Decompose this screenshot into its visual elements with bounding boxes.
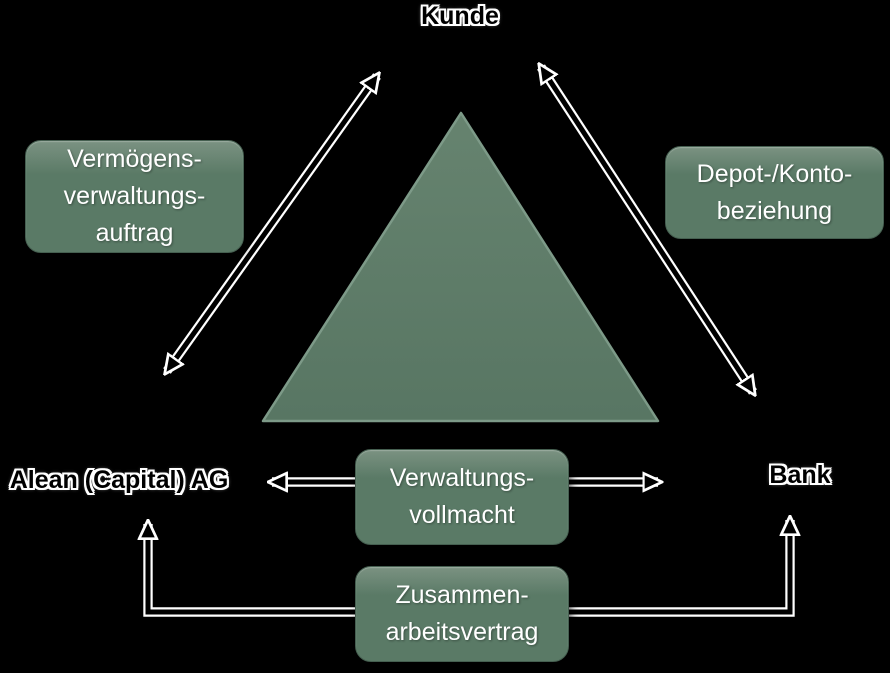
node-alean-capital-ag: Alean (Capital) AG [9, 466, 229, 494]
box-depot-kontobeziehung: Depot-/Konto- beziehung [665, 146, 884, 239]
box-line: Zusammen- [395, 581, 529, 609]
box-verwaltungsvollmacht: Verwaltungs- vollmacht [355, 449, 569, 545]
box-zusammenarbeitsvertrag: Zusammen- arbeitsvertrag [355, 566, 569, 662]
node-bank: Bank [769, 461, 831, 489]
box-line: Depot-/Konto- [696, 159, 853, 188]
box-line: beziehung [716, 196, 833, 225]
box-line: auftrag [95, 219, 174, 247]
node-kunde: Kunde [421, 2, 499, 30]
arrow-kunde-bank [541, 67, 753, 392]
box-line: vollmacht [409, 501, 515, 529]
box-line: arbeitsvertrag [385, 618, 539, 646]
box-line: Vermögens- [67, 145, 202, 173]
box-vermoegensverwaltungsauftrag: Vermögens- verwaltungs- auftrag [25, 140, 244, 253]
arrow-alean-kunde [167, 76, 377, 371]
box-line: Verwaltungs- [389, 464, 535, 492]
box-line: verwaltungs- [63, 182, 206, 210]
